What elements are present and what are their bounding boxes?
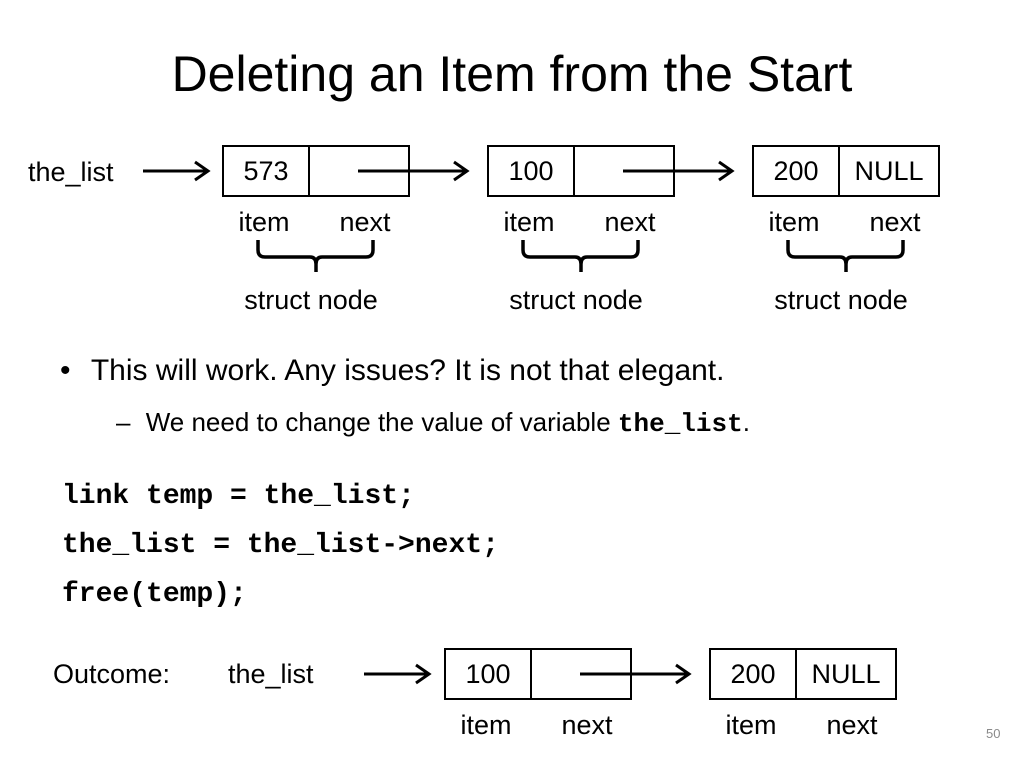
field-label-item: item — [503, 207, 555, 237]
code-line-1: link temp = the_list; — [62, 481, 415, 512]
field-label-next: next — [339, 207, 391, 237]
field-label-next: next — [826, 710, 878, 740]
code-line-3: free(temp); — [62, 579, 247, 610]
code-line-2: the_list = the_list->next; — [62, 530, 499, 561]
node-next-cell: NULL — [854, 155, 924, 186]
node-item-cell: 200 — [711, 650, 797, 698]
node-next-cell: NULL — [811, 658, 881, 689]
field-label-item: item — [460, 710, 512, 740]
bullet-dot: • — [60, 354, 71, 387]
arrow-the-list-to-node-1 — [143, 160, 211, 182]
node-next-cell — [310, 147, 408, 195]
the-list-pointer-label: the_list — [28, 157, 114, 187]
node-item-cell: 573 — [224, 147, 310, 195]
sub-bullet-code: the_list — [617, 409, 743, 439]
node-item-cell: 200 — [754, 147, 840, 195]
outcome-the-list-label: the_list — [228, 659, 314, 689]
struct-brace-2 — [521, 240, 640, 272]
sub-bullet-text: We need to change the value of variable — [145, 407, 618, 437]
arrow-outcome-the-list-to-node-1 — [364, 663, 432, 685]
node-next-cell — [575, 147, 673, 195]
slide-title: Deleting an Item from the Start — [171, 46, 853, 102]
bullet-text: This will work. Any issues? It is not th… — [90, 354, 725, 387]
struct-brace-1 — [256, 240, 375, 272]
outcome-node-1: 100 — [444, 648, 632, 700]
struct-node-label: struct node — [244, 285, 378, 315]
struct-brace-3 — [786, 240, 905, 272]
sub-bullet-point: – We need to change the value of variabl… — [116, 406, 750, 440]
linked-list-node-2: 100 — [487, 145, 675, 197]
field-label-next: next — [561, 710, 613, 740]
node-next-cell — [532, 650, 630, 698]
struct-node-label: struct node — [509, 285, 643, 315]
node-item-cell: 100 — [446, 650, 532, 698]
field-label-next: next — [604, 207, 656, 237]
outcome-node-2: 200 NULL — [709, 648, 897, 700]
struct-node-label: struct node — [774, 285, 908, 315]
bullet-point: • This will work. Any issues? It is not … — [60, 353, 724, 389]
sub-bullet-suffix: . — [742, 407, 750, 437]
node-item-cell: 100 — [489, 147, 575, 195]
linked-list-node-3: 200 NULL — [752, 145, 940, 197]
field-label-item: item — [238, 207, 290, 237]
field-label-item: item — [725, 710, 777, 740]
sub-bullet-dash: – — [116, 407, 131, 437]
outcome-label: Outcome: — [53, 659, 171, 689]
linked-list-node-1: 573 — [222, 145, 410, 197]
field-label-item: item — [768, 207, 820, 237]
field-label-next: next — [869, 207, 921, 237]
page-number: 50 — [986, 726, 1001, 741]
